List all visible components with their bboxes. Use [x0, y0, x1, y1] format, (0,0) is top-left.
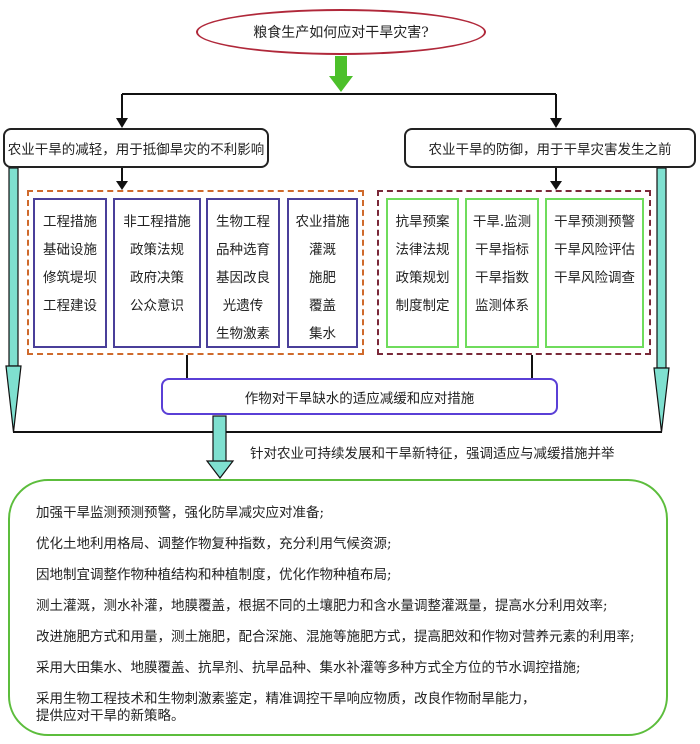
measure-line: 覆盖 [309, 298, 336, 314]
measure-line: 修筑堤坝 [43, 270, 97, 286]
mitigation-group-container [27, 190, 364, 355]
measure-box-engineering: 工程措施 基础设施 修筑堤坝 工程建设 [33, 198, 107, 348]
strategy-item: 采用大田集水、地膜覆盖、抗旱剂、抗旱品种、集水补灌等多种方式全方位的节水调控措施… [36, 660, 581, 676]
mitigation-branch-box: 农业干旱的减轻，用于抵御旱灾的不利影响 [3, 128, 269, 168]
arrowhead-left-branch [116, 118, 128, 128]
strategy-item: 采用生物工程技术和生物刺激素鉴定，精准调控干旱响应物质，改良作物耐旱能力， 提供… [36, 691, 666, 725]
measure-line: 干旱风险调查 [554, 270, 635, 286]
strategy-item: 加强干旱监测预测预警，强化防旱减灾应对准备; [36, 505, 325, 521]
measure-line: 干旱预测预警 [554, 214, 635, 230]
teal-center-arrow [205, 415, 235, 479]
measure-line: 政府决策 [130, 270, 184, 286]
strategy-box: 加强干旱监测预测预警，强化防旱减灾应对准备; 优化土地利用格局、调整作物复种指数… [8, 479, 668, 736]
measure-line: 工程措施 [43, 214, 97, 230]
measure-line: 集水 [309, 326, 336, 342]
measure-line: 政策法规 [130, 242, 184, 258]
measure-line: 品种选育 [216, 242, 270, 258]
measure-line: 抗旱预案 [395, 214, 450, 230]
strategy-item: 因地制宜调整作物种植结构和种植制度，优化作物种植布局; [36, 567, 392, 583]
measure-line: 生物工程 [216, 214, 270, 230]
measure-box-drought-plans: 抗旱预案 法律法规 政策规划 制度制定 [386, 198, 459, 348]
measure-line: 政策规划 [395, 270, 450, 286]
measure-line: 法律法规 [395, 242, 450, 258]
strategy-item-text: 采用生物工程技术和生物刺激素鉴定，精准调控干旱响应物质，改良作物耐旱能力， [36, 691, 536, 707]
measure-line: 基因改良 [216, 270, 270, 286]
measure-box-drought-forecast: 干旱预测预警 干旱风险评估 干旱风险调查 [545, 198, 644, 348]
measure-line: 灌溉 [309, 242, 336, 258]
measure-box-agricultural: 农业措施 灌溉 施肥 覆盖 集水 [287, 198, 358, 348]
measure-box-drought-monitoring: 干旱.监测 干旱指标 干旱指数 监测体系 [465, 198, 539, 348]
teal-right-arrow [653, 167, 670, 433]
measure-line: 生物激素 [216, 326, 270, 342]
measure-line: 监测体系 [475, 298, 529, 314]
strategy-item: 改进施肥方式和用量，测土施肥，配合深施、混施等施肥方式，提高肥效和作物对营养元素… [36, 629, 635, 645]
measure-line: 施肥 [309, 270, 336, 286]
adaptation-measures-label: 作物对干旱缺水的适应减缓和应对措施 [244, 390, 475, 407]
title-text: 粮食生产如何应对干旱灾害? [253, 25, 429, 41]
defense-branch-box: 农业干旱的防御，用于干旱灾害发生之前 [404, 128, 696, 168]
measure-line: 制度制定 [395, 298, 450, 314]
measure-line: 干旱风险评估 [554, 242, 635, 258]
strategy-item: 测土灌溉，测水补灌，地膜覆盖，根据不同的土壤肥力和含水量调整灌溉量，提高水分利用… [36, 598, 608, 614]
arrowhead-right-branch [550, 118, 562, 128]
arrowhead-right-group [550, 181, 562, 190]
measure-line: 公众意识 [130, 298, 184, 314]
strategy-caption: 针对农业可持续发展和干旱新特征，强调适应与减缓措施并举 [250, 446, 615, 462]
measure-line: 光遗传 [222, 298, 264, 314]
defense-group-container [377, 190, 651, 355]
title-oval: 粮食生产如何应对干旱灾害? [196, 9, 486, 55]
measure-line: 干旱指数 [475, 270, 529, 286]
measure-line: 非工程措施 [123, 214, 191, 230]
measure-line: 工程建设 [43, 298, 97, 314]
measure-box-non-engineering: 非工程措施 政策法规 政府决策 公众意识 [113, 198, 201, 348]
green-down-arrow [329, 56, 353, 92]
arrowhead-left-group [116, 181, 128, 190]
strategy-item-continuation: 提供应对干旱的新策略。 [36, 708, 185, 724]
adaptation-measures-box: 作物对干旱缺水的适应减缓和应对措施 [161, 378, 558, 415]
mitigation-branch-label: 农业干旱的减轻，用于抵御旱灾的不利影响 [7, 142, 265, 158]
measure-line: 干旱指标 [475, 242, 529, 258]
measure-box-bioengineering: 生物工程 品种选育 基因改良 光遗传 生物激素 [206, 198, 280, 348]
measure-line: 干旱.监测 [472, 214, 532, 230]
defense-branch-label: 农业干旱的防御，用于干旱灾害发生之前 [428, 142, 672, 158]
strategy-item: 优化土地利用格局、调整作物复种指数，充分利用气候资源; [36, 536, 392, 552]
measure-line: 基础设施 [43, 242, 97, 258]
measure-line: 农业措施 [295, 214, 350, 230]
teal-left-arrow [5, 167, 22, 433]
